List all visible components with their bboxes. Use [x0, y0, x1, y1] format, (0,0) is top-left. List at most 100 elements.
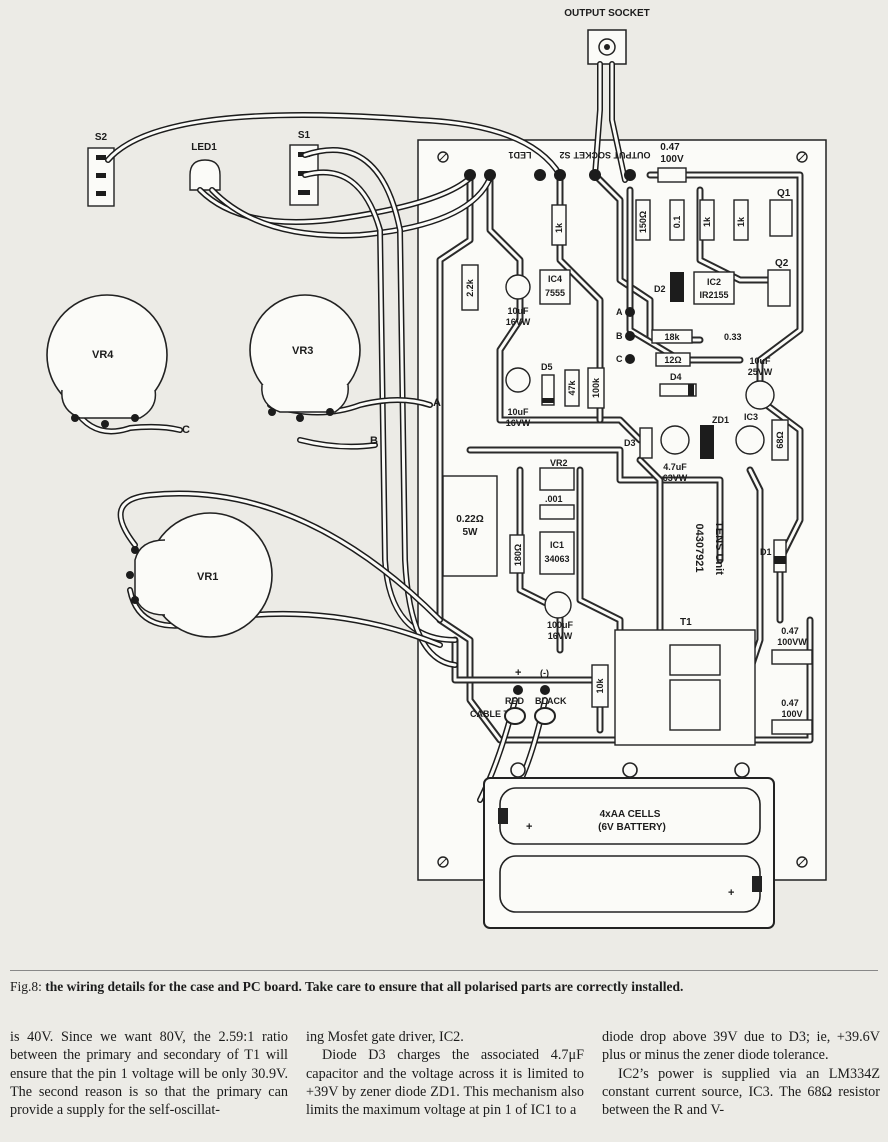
ic3-lm334z: IC3	[735, 412, 765, 455]
switch-s2: S2	[87, 132, 115, 207]
diode-d1: D1	[760, 539, 787, 573]
plus-pad-label: +	[515, 667, 521, 679]
caption-rule	[10, 970, 878, 971]
ic2-ir2155: IC2 IR2155	[693, 271, 735, 305]
r10k-value: 10k	[595, 678, 605, 694]
r1k-b-value: 1k	[702, 216, 712, 227]
r12-value: 12Ω	[664, 355, 681, 365]
capacitor-047-mid: 0.47 100VW	[771, 626, 813, 665]
ic2-name: IC2	[707, 277, 721, 287]
resistor-12: 12Ω	[655, 352, 691, 367]
cable-tie-label: CABLE TIE	[470, 709, 518, 719]
resistor-68: 68Ω	[771, 419, 789, 461]
d2-label: D2	[654, 284, 666, 294]
ic1-34063: IC1 34063	[539, 531, 575, 575]
column-2-para-2: Diode D3 charges the associated 4.7μF ca…	[306, 1047, 584, 1119]
resistor-1k-b: 1k	[699, 199, 715, 241]
capacitor-047-bot: 0.47 100V	[771, 698, 813, 735]
r1k-a-value: 1k	[554, 222, 564, 233]
pot-vr3: VR3	[249, 294, 361, 422]
resistor-1k-a: 1k	[551, 204, 567, 246]
transistor-q1: Q1	[769, 188, 793, 237]
s2-label: S2	[95, 132, 108, 143]
capacitor-10uf-upper: 10uF 16VW	[505, 274, 531, 327]
d5-label: D5	[541, 362, 553, 372]
capacitor-10uf-lower: 10uF 16VW	[505, 367, 531, 428]
trimpot-vr2: VR2	[539, 458, 575, 491]
c10uf-upper-voltage: 16VW	[506, 317, 531, 327]
battery-pads: (-) + RED BLACK CABLE TIE	[470, 667, 567, 725]
board-s2-label: S2	[559, 150, 570, 160]
capacitor-100uf: 100uF 16VW	[544, 591, 574, 641]
c100uf-value: 100uF	[547, 620, 574, 630]
zd1-label: ZD1	[712, 415, 729, 425]
output-socket: OUTPUT SOCKET	[564, 8, 650, 65]
capacitor-047-top: 0.47 100V	[657, 142, 687, 183]
r180-value: 180Ω	[513, 544, 523, 566]
black-wire-label: BLACK	[535, 696, 567, 706]
r01-value: 0.1	[672, 216, 682, 229]
battery-plus-2: +	[728, 887, 734, 899]
vr1-label: VR1	[197, 571, 218, 583]
vr4-label: VR4	[92, 349, 114, 361]
r18k-value: 18k	[664, 332, 680, 342]
battery-voltage-label: (6V BATTERY)	[598, 822, 666, 833]
pot-vr1: VR1	[126, 512, 273, 638]
column-2-para-1: ing Mosfet gate driver, IC2.	[306, 1029, 464, 1045]
led1-label: LED1	[191, 142, 217, 153]
vr3-label: VR3	[292, 345, 313, 357]
diode-d2: D2	[654, 272, 684, 302]
column-2: ing Mosfet gate driver, IC2. Diode D3 ch…	[306, 1028, 584, 1119]
c10uf-lower-voltage: 16VW	[506, 418, 531, 428]
column-3: diode drop above 39V due to D3; ie, +39.…	[602, 1028, 880, 1119]
r1k-c-value: 1k	[736, 216, 746, 227]
transistor-q2: Q2	[767, 258, 791, 307]
board-led-label: LED1	[508, 150, 531, 160]
d4-label: D4	[670, 372, 682, 382]
pad-a-label: A	[616, 307, 623, 317]
diode-d4: D4	[659, 372, 697, 397]
battery-plus-1: +	[526, 821, 532, 833]
c10uf-25vw-voltage: 25VW	[748, 367, 773, 377]
r022-value: 0.22Ω	[456, 514, 483, 525]
wiring-diagram-figure: OUTPUT SOCKET S2 LED1 S1	[46, 8, 827, 929]
wire-label-c: C	[182, 424, 190, 436]
resistor-01: 0.1	[669, 199, 685, 241]
ic4-part: 7555	[545, 288, 565, 298]
resistor-47k: 47k	[564, 369, 580, 407]
capacitor-033: 0.33	[724, 332, 742, 342]
pot-connection-pads: A B C	[616, 307, 635, 364]
figure-caption: Fig.8: the wiring details for the case a…	[10, 978, 878, 996]
column-1: is 40V. Since we want 80V, the 2.59:1 ra…	[10, 1028, 288, 1119]
column-1-text: is 40V. Since we want 80V, the 2.59:1 ra…	[10, 1029, 288, 1119]
transformer-t1: T1	[614, 617, 756, 746]
led1: LED1	[189, 142, 221, 191]
battery-label: 4xAA CELLS	[600, 809, 661, 820]
board-code-name: TENS Unit	[713, 521, 725, 575]
resistor-1k-c: 1k	[733, 199, 749, 241]
c047-top-value: 0.47	[660, 142, 680, 153]
pad-c-label: C	[616, 354, 623, 364]
resistor-150: 150Ω	[635, 199, 651, 241]
r22k-value: 2.2k	[465, 278, 475, 297]
s1-label: S1	[298, 130, 311, 141]
capacitor-47uf: 4.7uF 63VW	[660, 425, 690, 483]
resistor-10k: 10k	[591, 664, 609, 708]
r150-value: 150Ω	[638, 211, 648, 233]
capacitor-001: .001	[539, 494, 575, 520]
t1-label: T1	[680, 617, 692, 628]
board-code-number: 04307921	[693, 524, 705, 573]
r100k-value: 100k	[591, 377, 601, 398]
wire-label-a: A	[433, 397, 441, 409]
resistor-18k: 18k	[651, 329, 693, 344]
ic1-part: 34063	[544, 554, 569, 564]
r47k-value: 47k	[567, 380, 577, 396]
ic1-name: IC1	[550, 540, 564, 550]
pot-vr4: VR4	[46, 294, 168, 428]
q1-label: Q1	[777, 188, 791, 199]
ic4-name: IC4	[548, 274, 562, 284]
capacitor-10uf-25vw: 10uF 25VW	[745, 356, 775, 410]
battery-holder: + + 4xAA CELLS (6V BATTERY)	[483, 762, 775, 929]
wire-label-b: B	[370, 435, 378, 447]
diode-d5: D5	[541, 362, 555, 406]
